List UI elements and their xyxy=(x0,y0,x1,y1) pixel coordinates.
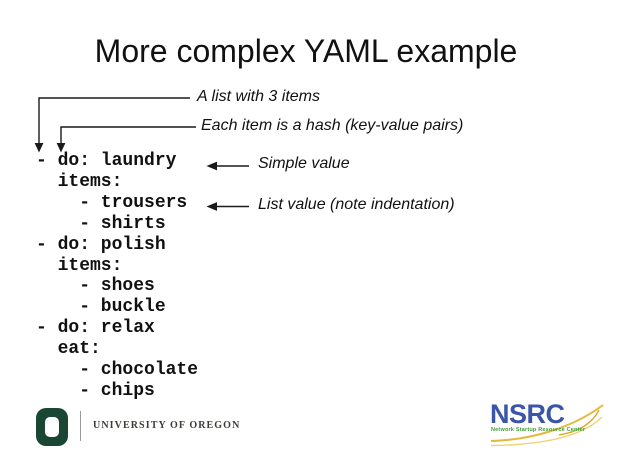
annotation-item-is-hash: Each item is a hash (key-value pairs) xyxy=(201,117,464,134)
nsrc-acronym: NSRC xyxy=(490,399,565,429)
annotation-list-with-3-items: A list with 3 items xyxy=(197,88,320,105)
university-of-oregon-o-logo-icon xyxy=(36,408,68,446)
nsrc-tagline: Network Startup Resource Center xyxy=(491,427,586,433)
nsrc-swoosh-icon xyxy=(490,404,604,447)
uo-wordmark: UNIVERSITY OF OREGON xyxy=(93,420,241,431)
yaml-code-block: - do: laundry items: - trousers - shirts… xyxy=(36,151,199,401)
annotation-list-value: List value (note indentation) xyxy=(258,196,455,213)
uo-o-counter xyxy=(45,417,59,437)
slide-title: More complex YAML example xyxy=(94,33,518,69)
uo-logo-divider xyxy=(80,411,81,441)
annotation-simple-value: Simple value xyxy=(258,155,350,172)
nsrc-logo: NSRC Network Startup Resource Center xyxy=(489,401,605,449)
